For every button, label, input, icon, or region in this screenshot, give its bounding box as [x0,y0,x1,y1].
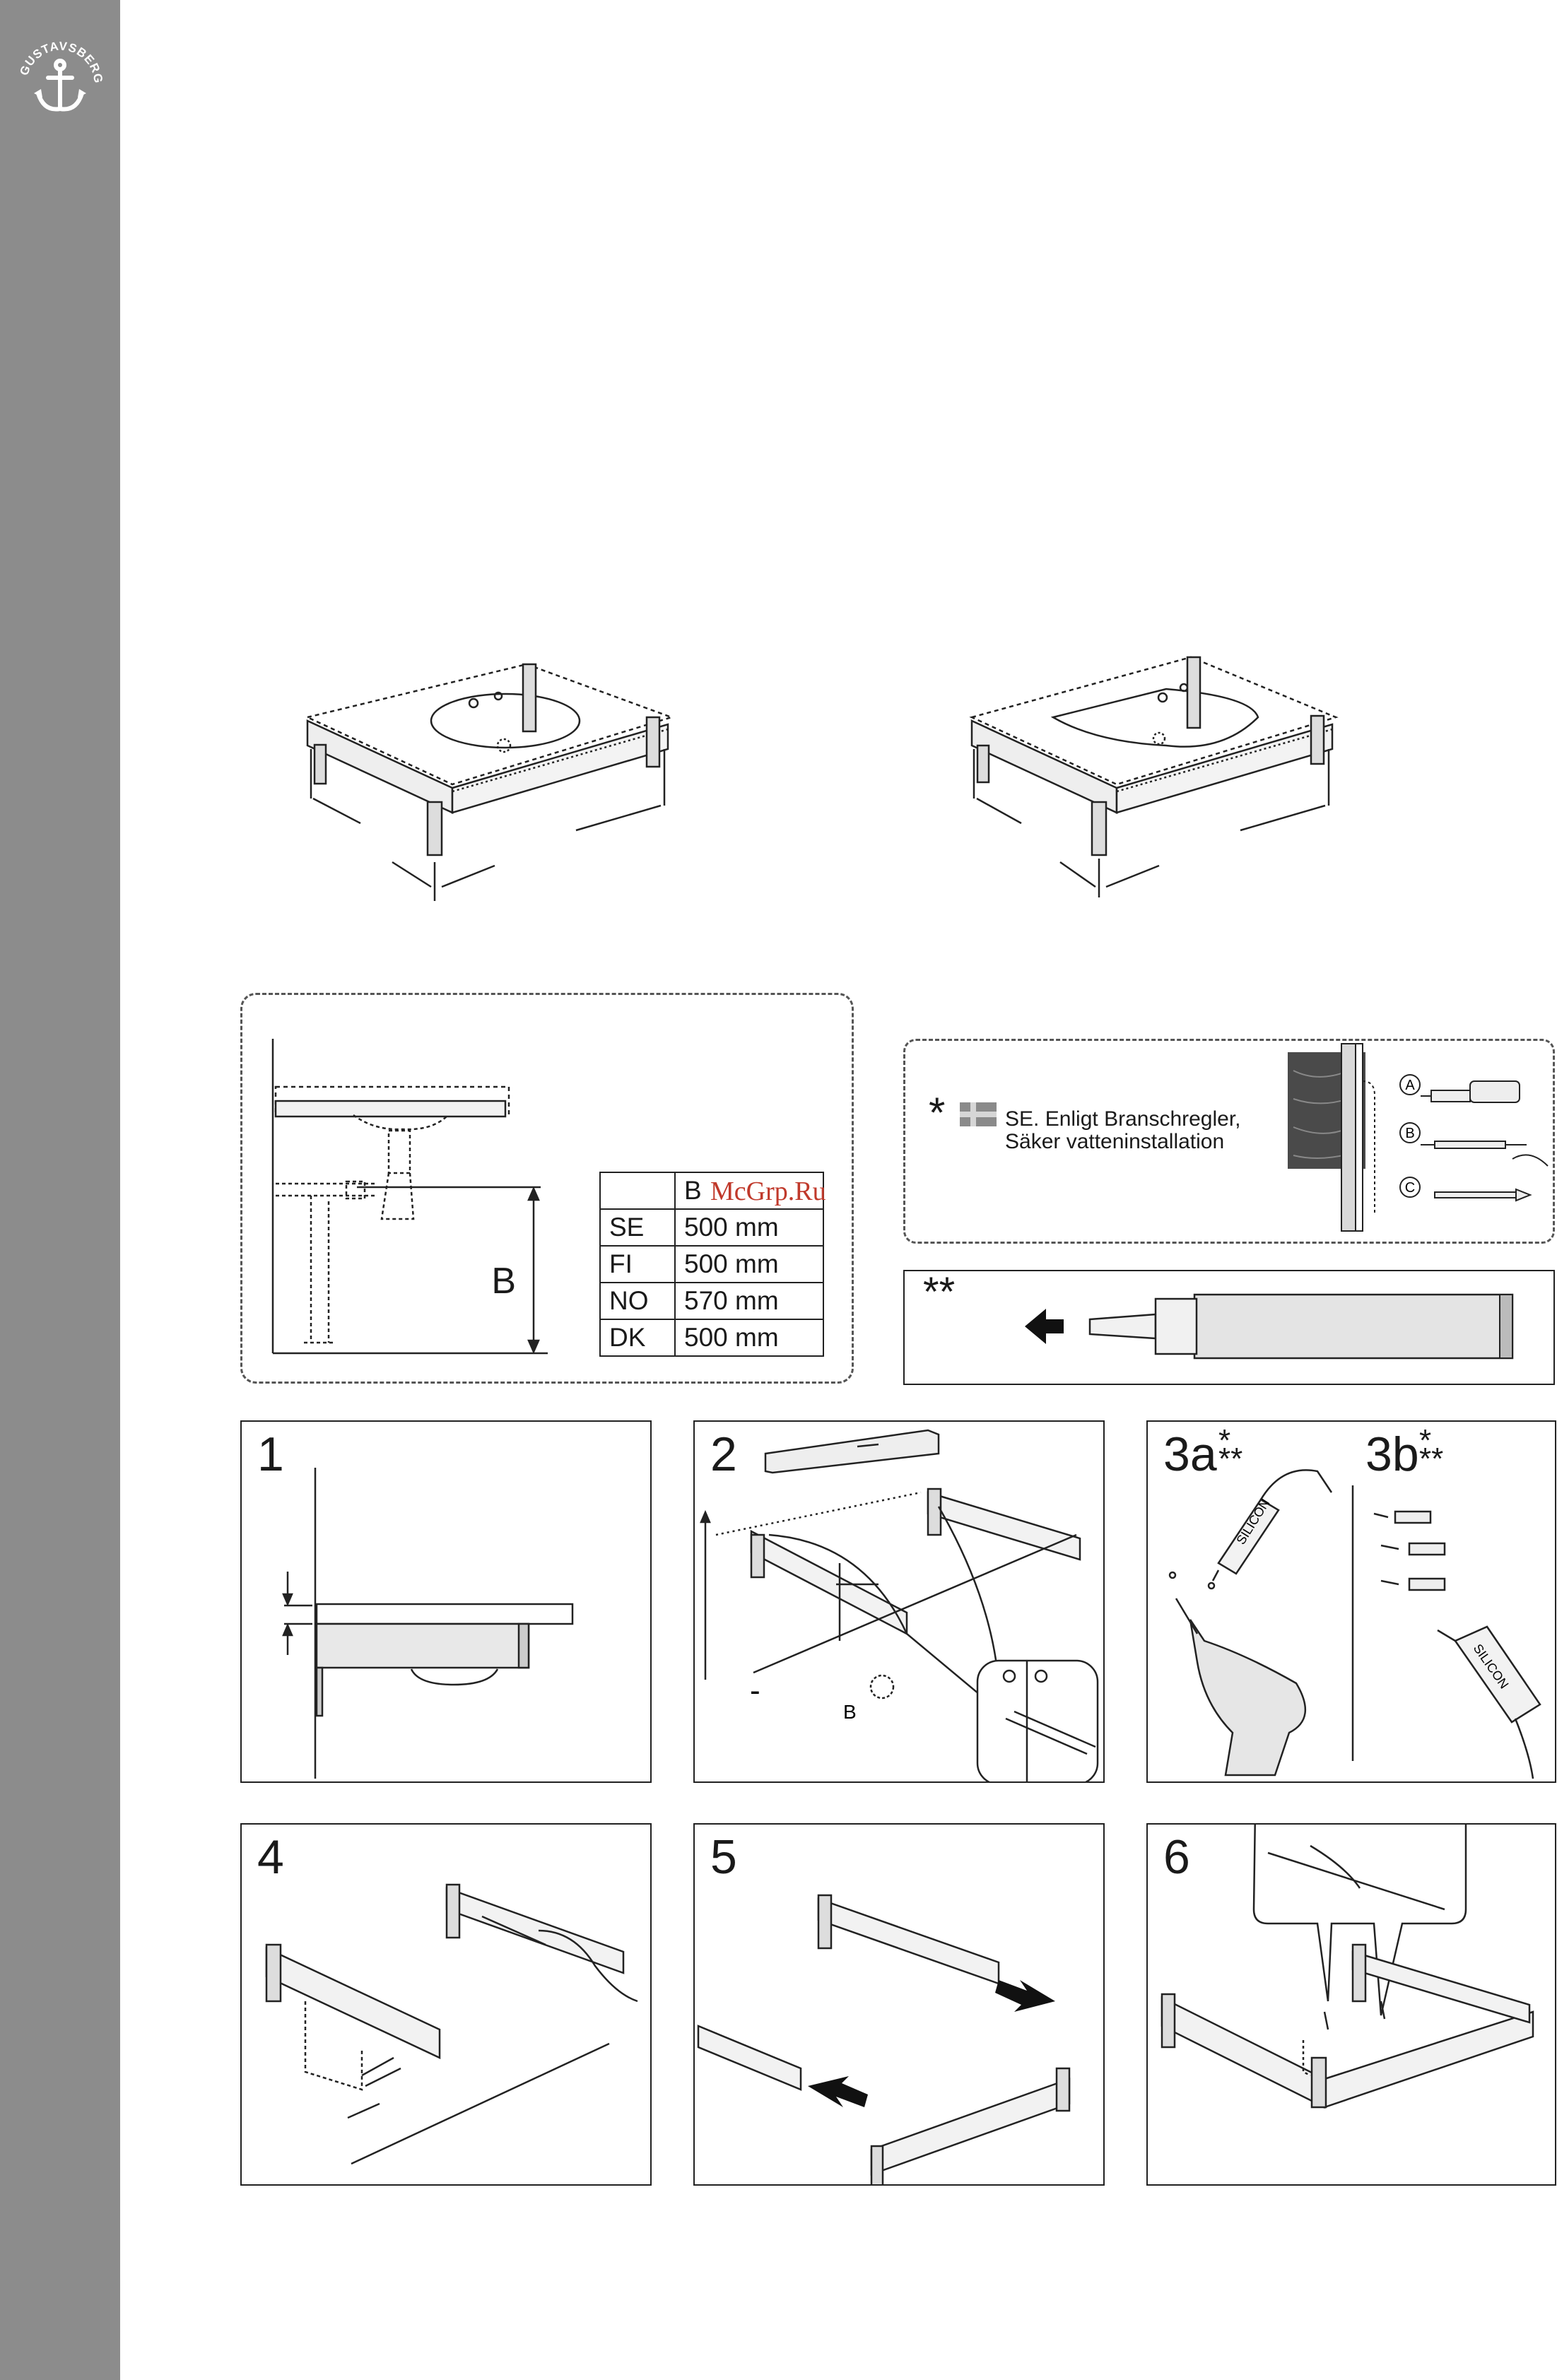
swedish-flag-icon [960,1102,997,1126]
step-5-panel: 5 [693,1823,1105,2186]
sidebar-band: GUSTAVSBERG [0,0,120,2380]
watermark-text: McGrp.Ru [710,1176,826,1207]
table-header-cell [600,1172,675,1209]
table-cell-country: FI [600,1246,675,1283]
washbasin-drawing-right [954,640,1350,901]
note-line-2: Säker vatteninstallation [1005,1131,1241,1153]
table-cell-value: 500 mm [675,1319,823,1356]
step-1-drawing [242,1422,650,1781]
step-4-drawing [242,1825,650,2184]
table-cell-country: NO [600,1283,675,1319]
step-5-drawing [695,1825,1103,2184]
note-asterisk: * [929,1092,945,1134]
table-cell-value: 570 mm [675,1283,823,1319]
sink-section-drawing: B [262,1032,558,1364]
step-6-drawing [1148,1825,1555,2184]
table-cell-value: 500 mm [675,1246,823,1283]
table-row: FI 500 mm [600,1246,823,1283]
table-cell-country: SE [600,1209,675,1246]
note-text: SE. Enligt Branschregler, Säker vattenin… [1005,1108,1241,1153]
step-4-panel: 4 [240,1823,652,2186]
table-row: DK 500 mm [600,1319,823,1356]
step-2-panel: 2 - B [693,1420,1105,1783]
gustavsberg-logo: GUSTAVSBERG [13,28,108,124]
dimension-b-label: B [491,1261,516,1302]
step-6-panel: 6 [1146,1823,1556,2186]
step-2-b-label: B [843,1701,857,1723]
table-cell-value: 500 mm [675,1209,823,1246]
washbasin-drawing-left [293,650,675,905]
table-row: SE 500 mm [600,1209,823,1246]
step-1-panel: 1 [240,1420,652,1783]
note-line-1: SE. Enligt Branschregler, [1005,1108,1241,1131]
silicone-cartridge-icon [1025,1288,1527,1369]
note2-asterisks: ** [923,1272,955,1313]
step-3-drawing: SILICON SILICON [1148,1422,1555,1781]
minus-label: - [750,1673,760,1708]
table-cell-country: DK [600,1319,675,1356]
option-c-label: C [1405,1180,1415,1196]
step-3-panel: 3a * ** 3b * ** SILICON SILICON [1146,1420,1556,1783]
option-a-label: A [1405,1078,1415,1093]
option-b-label: B [1405,1126,1414,1141]
wall-mount-options-drawing: A B C [1286,1042,1553,1242]
table-row: NO 570 mm [600,1283,823,1319]
step-2-drawing: - B [695,1422,1103,1781]
